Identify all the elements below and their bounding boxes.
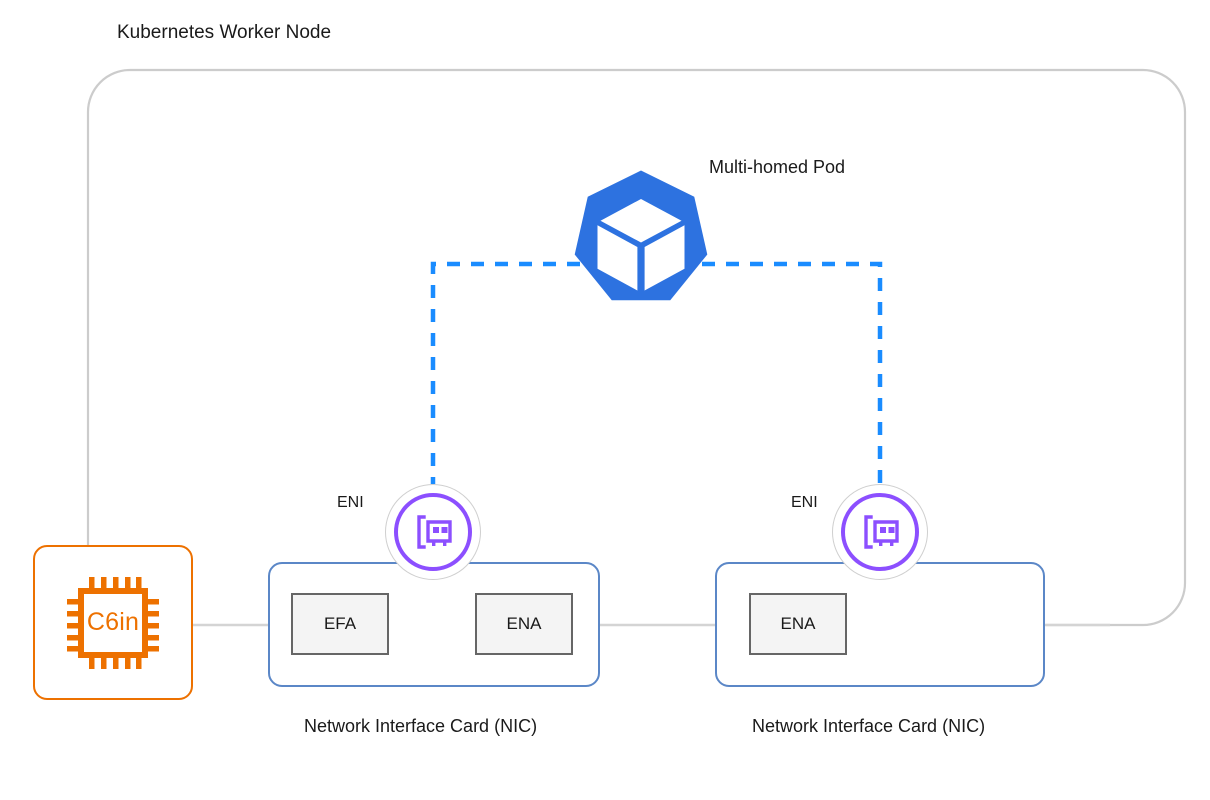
nic-caption-right: Network Interface Card (NIC)	[752, 716, 986, 736]
eni-label-right: ENI	[791, 494, 818, 511]
worker-node-boundary	[86, 68, 1187, 627]
network-interface-card-icon	[864, 515, 899, 549]
dashed-link-pod-to-eni-left	[430, 261, 580, 484]
network-interface-card-icon	[417, 515, 452, 549]
pod-label: Multi-homed Pod	[709, 157, 846, 177]
dashed-link-pod-to-eni-right	[702, 261, 883, 484]
worker-node-title: Kubernetes Worker Node	[117, 22, 332, 43]
eni-ring-left	[394, 493, 472, 571]
interface-box-ena-left[interactable]: ENA	[475, 593, 573, 655]
eni-badge-left[interactable]	[385, 484, 481, 580]
cpu-chip-icon: C6in	[59, 569, 167, 677]
kubernetes-pod-icon	[574, 170, 708, 301]
interface-box-ena-right[interactable]: ENA	[749, 593, 847, 655]
eni-label-left: ENI	[337, 494, 364, 511]
eni-badge-right[interactable]	[832, 484, 928, 580]
c6in-instance-box[interactable]: C6in	[33, 545, 193, 700]
eni-ring-right	[841, 493, 919, 571]
nic-caption-left: Network Interface Card (NIC)	[304, 716, 538, 736]
c6in-instance-label: C6in	[86, 608, 140, 636]
interface-box-efa[interactable]: EFA	[291, 593, 389, 655]
